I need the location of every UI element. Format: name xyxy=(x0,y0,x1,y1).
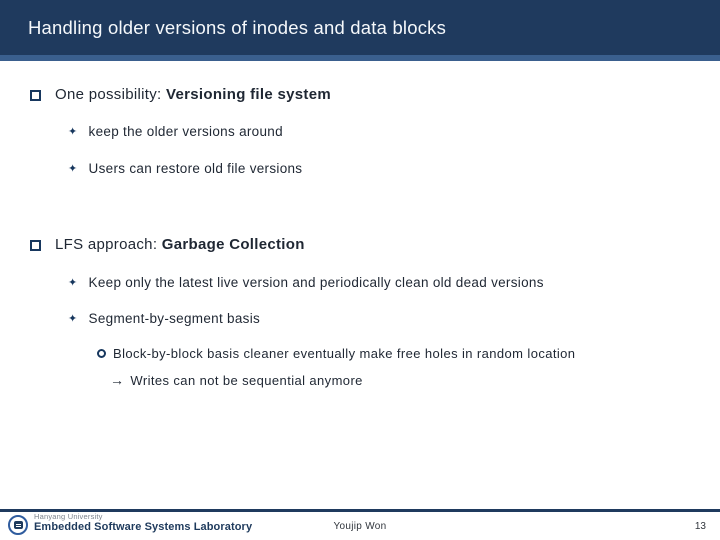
sub-bullet-keep-older: ✦ keep the older versions around xyxy=(68,124,668,139)
bullet-text: One possibility: Versioning file system xyxy=(55,86,331,103)
note-writes-not-sequential: → Writes can not be sequential anymore xyxy=(110,372,670,389)
slide-title: Handling older versions of inodes and da… xyxy=(28,16,447,38)
footer-lab-block: Hanyang University Embedded Software Sys… xyxy=(34,512,253,534)
sub-bullet-text: Keep only the latest live version and pe… xyxy=(88,275,544,290)
sub-sub-bullet-text: Block-by-block basis cleaner eventually … xyxy=(113,346,576,361)
logo-seal xyxy=(13,521,23,529)
diamond-bullet-icon: ✦ xyxy=(68,163,78,175)
arrow-right-icon: → xyxy=(110,372,125,388)
bullet-text-regular: One possibility: xyxy=(55,86,166,103)
footer-university-name: Hanyang University xyxy=(34,512,103,521)
sub-bullet-text: Segment-by-segment basis xyxy=(88,311,261,326)
bullet-lfs-approach: LFS approach: Garbage Collection xyxy=(30,236,670,253)
hanyang-university-logo-icon xyxy=(8,515,28,535)
header-accent-strip xyxy=(0,55,720,61)
sub-sub-bullet-block-by-block: Block-by-block basis cleaner eventually … xyxy=(97,346,707,361)
circle-bullet-icon xyxy=(97,349,106,358)
square-bullet-icon xyxy=(30,240,41,251)
diamond-bullet-icon: ✦ xyxy=(68,126,78,138)
slide-footer: Hanyang University Embedded Software Sys… xyxy=(0,512,720,540)
footer-lab-name: Embedded Software Systems Laboratory xyxy=(34,521,253,534)
bullet-text-bold: Garbage Collection xyxy=(161,236,305,253)
sub-bullet-restore: ✦ Users can restore old file versions xyxy=(68,161,668,176)
page-number: 13 xyxy=(694,521,706,532)
footer-author-name: Youjip Won xyxy=(333,521,387,532)
bullet-text: LFS approach: Garbage Collection xyxy=(55,236,305,253)
slide-header: Handling older versions of inodes and da… xyxy=(0,0,720,55)
bullet-text-regular: LFS approach: xyxy=(55,236,162,253)
sub-bullet-segment-basis: ✦ Segment-by-segment basis xyxy=(68,311,668,326)
diamond-bullet-icon: ✦ xyxy=(68,277,78,289)
square-bullet-icon xyxy=(30,90,41,101)
sub-bullet-keep-latest: ✦ Keep only the latest live version and … xyxy=(68,275,698,290)
note-text: Writes can not be sequential anymore xyxy=(130,373,363,388)
sub-bullet-text: Users can restore old file versions xyxy=(88,161,303,176)
bullet-text-bold: Versioning file system xyxy=(165,86,331,103)
bullet-one-possibility: One possibility: Versioning file system xyxy=(30,86,670,103)
footer-divider xyxy=(0,509,720,512)
diamond-bullet-icon: ✦ xyxy=(68,313,78,325)
sub-bullet-text: keep the older versions around xyxy=(88,124,283,139)
